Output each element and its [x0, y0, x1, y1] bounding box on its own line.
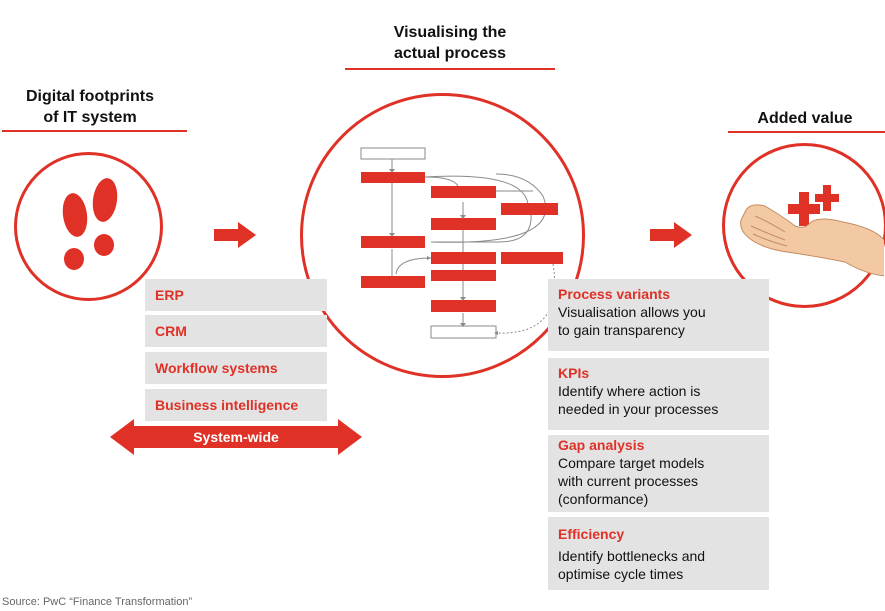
- arrow-right-icon: [650, 222, 692, 248]
- footprints-icon: [62, 178, 118, 270]
- source-note: Source: PwC “Finance Transformation”: [2, 596, 193, 608]
- benefit-heading: Gap analysis: [558, 437, 645, 453]
- title-rule-right: [728, 131, 885, 133]
- process-circle: [300, 93, 585, 378]
- benefit-heading: Efficiency: [558, 526, 625, 542]
- system-item-crm: CRM: [145, 315, 327, 347]
- system-wide-label: System-wide: [193, 429, 279, 445]
- benefit-heading: Process variants: [558, 286, 671, 302]
- title-added-value: Added value: [757, 110, 853, 127]
- benefit-gap-analysis: Gap analysis Compare target models with …: [548, 435, 769, 512]
- benefit-text: Identify bottlenecks and optimise cycle …: [558, 548, 706, 582]
- benefit-text: Compare target models with current proce…: [558, 455, 705, 507]
- benefit-kpis: KPIs Identify where action is needed in …: [548, 358, 769, 430]
- benefit-process-variants: Process variants Visualisation allows yo…: [548, 279, 769, 351]
- benefit-efficiency: Efficiency Identify bottlenecks and opti…: [548, 517, 769, 590]
- title-rule-left: [2, 130, 187, 132]
- system-item-bi: Business intelligence: [145, 389, 327, 421]
- system-wide-arrow: System-wide: [110, 419, 362, 455]
- system-item-workflow: Workflow systems: [145, 352, 327, 384]
- benefit-text: Identify where action is needed in your …: [558, 383, 719, 417]
- hand-with-plus-icon: [740, 185, 884, 277]
- system-item-erp: ERP: [145, 279, 327, 311]
- title-digital-footprints: Digital footprints of IT system: [26, 88, 154, 126]
- title-rule-center: [345, 68, 555, 70]
- title-visualising-process: Visualising the actual process: [393, 24, 507, 62]
- benefit-heading: KPIs: [558, 365, 590, 381]
- footprints-circle: [14, 152, 163, 301]
- benefit-text: Visualisation allows you to gain transpa…: [558, 304, 706, 338]
- process-map-icon: [360, 147, 563, 339]
- double-arrow-icon: [110, 419, 362, 455]
- arrow-right-icon: [214, 222, 256, 248]
